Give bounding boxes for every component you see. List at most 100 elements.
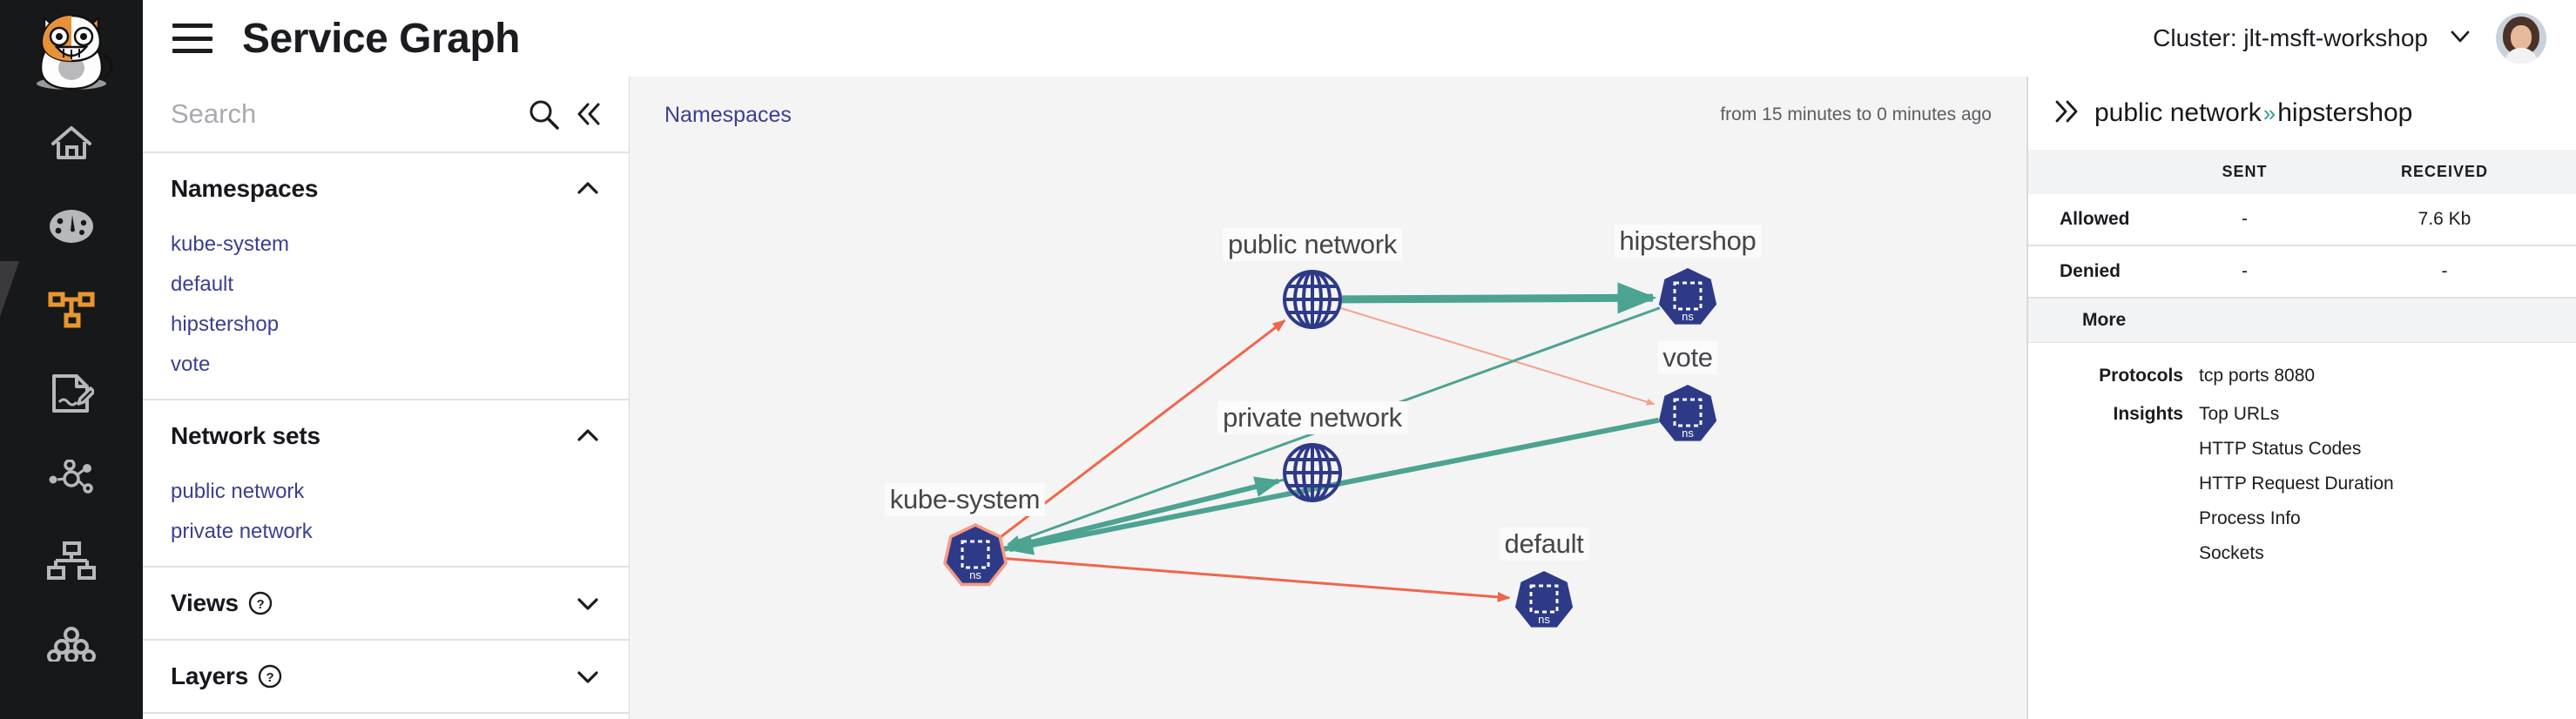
graph-node-private-network[interactable]	[1283, 443, 1342, 502]
breadcrumb[interactable]: Namespaces	[664, 102, 792, 127]
section-network-sets[interactable]: Network sets	[143, 400, 629, 472]
service-graph-icon	[47, 291, 96, 329]
svg-text:ns: ns	[1682, 427, 1694, 440]
question-circle-icon[interactable]: ?	[247, 590, 273, 616]
section-namespaces[interactable]: Namespaces	[143, 153, 629, 225]
chevron-up-icon[interactable]	[573, 174, 603, 204]
graph-node-label-private-network: private network	[1217, 401, 1407, 434]
time-range-label[interactable]: from 15 minutes to 0 minutes ago	[1720, 104, 1992, 124]
section-views[interactable]: Views ?	[143, 568, 629, 639]
primary-nav-rail	[0, 0, 143, 719]
header-right: Cluster: jlt-msft-workshop	[2153, 13, 2576, 64]
svg-text:ns: ns	[1682, 310, 1694, 323]
chevrons-right-icon[interactable]	[2051, 97, 2080, 131]
rail-item-dashboards[interactable]	[0, 185, 143, 268]
filter-panel: Namespaces kube-system default hipstersh…	[143, 0, 630, 719]
search-icon[interactable]	[525, 94, 563, 134]
insights-label: Insights	[2113, 404, 2183, 424]
sidebar-item-public-network[interactable]: public network	[171, 480, 305, 503]
row-label-allowed: Allowed	[2028, 194, 2176, 246]
graph-node-public-network[interactable]	[1283, 270, 1342, 329]
graph-edge[interactable]	[1340, 307, 1656, 406]
question-circle-icon[interactable]: ?	[257, 663, 283, 689]
namespace-list: kube-system default hipstershop vote	[143, 225, 629, 399]
graph-canvas[interactable]: ns ns ns ns public network hipstershop vote pr…	[630, 153, 2026, 719]
cell-allowed-sent: -	[2176, 194, 2314, 246]
graph-node-label-hipstershop: hipstershop	[1614, 225, 1762, 258]
hamburger-icon[interactable]	[172, 24, 212, 53]
insight-http-status-codes[interactable]: HTTP Status Codes	[2199, 439, 2362, 459]
panel-empty-area	[143, 714, 629, 719]
graph-edge[interactable]	[1004, 557, 1511, 602]
chevron-up-icon[interactable]	[573, 421, 603, 451]
nodes-network-icon	[47, 460, 96, 494]
insights-row: Insights Top URLs HTTP Status Codes HTTP…	[2028, 386, 2576, 578]
rail-item-nodes[interactable]	[0, 435, 143, 519]
svg-text:?: ?	[266, 670, 274, 685]
hierarchy-icon	[47, 541, 96, 580]
page-title: Service Graph	[242, 15, 521, 62]
rail-item-kubernetes[interactable]	[0, 602, 143, 686]
network-set-list: public network private network	[143, 472, 629, 566]
sidebar-item-default[interactable]: default	[171, 272, 234, 296]
rail-item-compliance[interactable]	[0, 519, 143, 602]
divider	[143, 712, 629, 714]
chevrons-left-icon[interactable]	[570, 94, 607, 134]
col-received: RECEIVED	[2313, 150, 2576, 194]
divider	[143, 566, 629, 568]
section-title-views: Views ?	[171, 589, 273, 617]
graph-toolbar: Namespaces from 15 minutes to 0 minutes …	[630, 77, 2026, 153]
detail-title-source: public network	[2094, 98, 2262, 127]
graph-node-kube-system[interactable]: ns	[943, 523, 1008, 587]
chevron-down-icon[interactable]	[573, 588, 603, 618]
rail-item-policies[interactable]	[0, 352, 143, 435]
svg-text:ns: ns	[1538, 613, 1550, 626]
section-label-layers: Layers	[171, 662, 249, 689]
col-blank	[2028, 150, 2176, 194]
avatar[interactable]	[2496, 13, 2546, 64]
graph-node-default[interactable]: ns	[1514, 571, 1574, 628]
graph-node-hipstershop[interactable]: ns	[1658, 268, 1717, 325]
rail-item-home[interactable]	[0, 101, 143, 185]
insight-top-urls[interactable]: Top URLs	[2199, 404, 2280, 424]
detail-header: public network » hipstershop	[2028, 77, 2576, 150]
rail-item-service-graph[interactable]	[0, 268, 143, 352]
protocols-label: Protocols	[2099, 366, 2183, 386]
graph-node-label-public-network: public network	[1223, 228, 1402, 261]
sidebar-item-private-network[interactable]: private network	[171, 520, 313, 543]
graph-node-label-vote: vote	[1657, 341, 1718, 374]
sidebar-item-vote[interactable]: vote	[171, 353, 211, 376]
insights-list: Top URLs HTTP Status Codes HTTP Request …	[2199, 404, 2394, 578]
chevron-down-icon[interactable]	[2447, 23, 2473, 55]
graph-edge[interactable]	[998, 319, 1286, 540]
section-title-layers: Layers ?	[171, 662, 283, 690]
graph-node-label-kube-system: kube-system	[884, 483, 1046, 516]
calico-cat-logo[interactable]	[24, 3, 119, 101]
cell-allowed-received: 7.6 Kb	[2313, 194, 2576, 246]
sidebar-item-hipstershop[interactable]: hipstershop	[171, 312, 280, 336]
search-input[interactable]	[171, 98, 518, 130]
sidebar-item-kube-system[interactable]: kube-system	[171, 232, 290, 256]
section-title-network-sets: Network sets	[171, 422, 320, 449]
protocols-value: tcp ports 8080	[2199, 366, 2316, 386]
table-header-row: SENT RECEIVED	[2028, 150, 2576, 194]
dashboard-gauge-icon	[48, 208, 95, 245]
insight-http-request-duration[interactable]: HTTP Request Duration	[2199, 474, 2394, 494]
insight-sockets[interactable]: Sockets	[2199, 543, 2264, 563]
graph-edge[interactable]	[1341, 282, 1657, 314]
cell-denied-received: -	[2313, 245, 2576, 299]
graph-edge[interactable]	[1003, 476, 1282, 552]
graph-node-vote[interactable]: ns	[1658, 385, 1717, 441]
search-bar	[143, 77, 629, 153]
cluster-selector[interactable]: Cluster: jlt-msft-workshop	[2153, 23, 2473, 55]
chevron-down-icon[interactable]	[573, 662, 603, 691]
detail-title: public network » hipstershop	[2094, 98, 2412, 128]
section-label-views: Views	[171, 589, 239, 616]
divider	[143, 399, 629, 400]
insight-process-info[interactable]: Process Info	[2199, 508, 2301, 528]
more-section-header[interactable]: More	[2028, 299, 2576, 343]
section-layers[interactable]: Layers ?	[143, 641, 629, 712]
protocols-row: Protocols tcp ports 8080	[2028, 343, 2576, 386]
policy-document-icon	[49, 373, 94, 414]
